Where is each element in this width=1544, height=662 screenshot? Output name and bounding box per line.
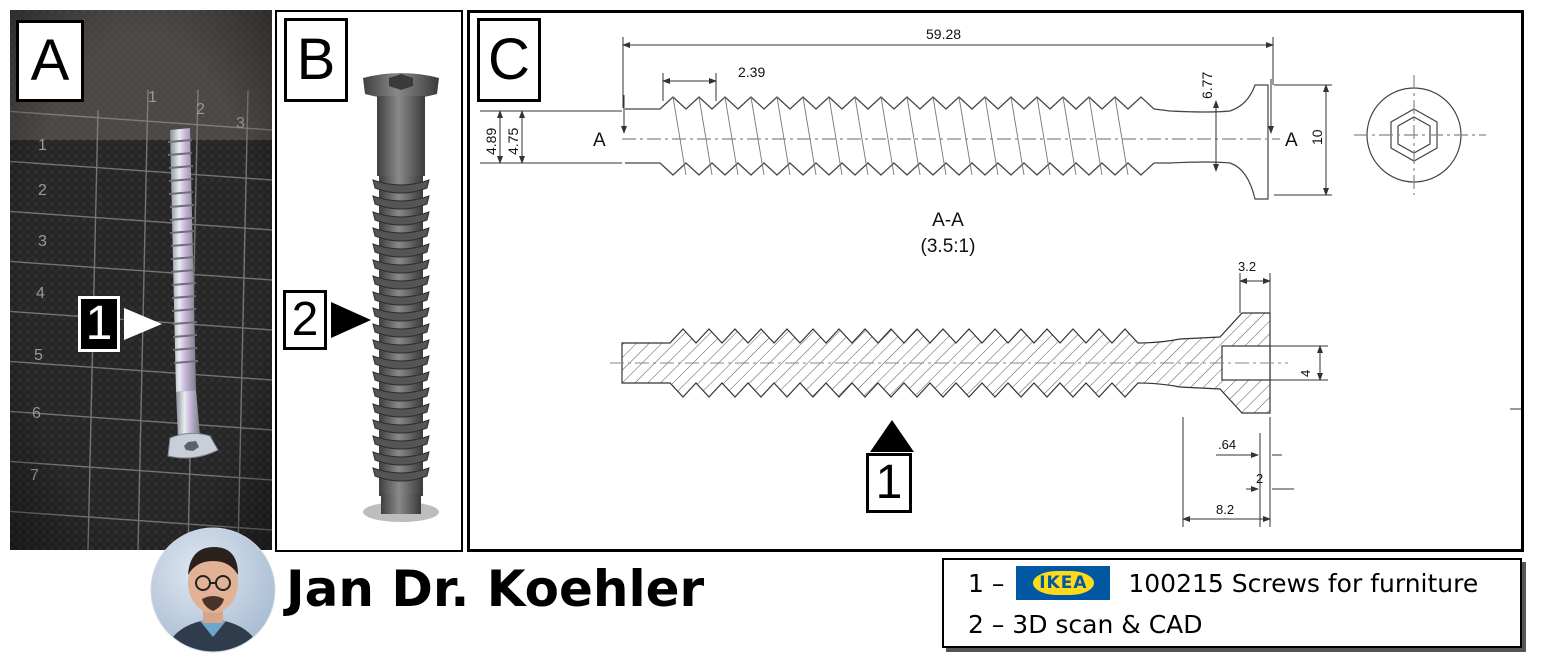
ikea-logo: IKEA	[1016, 566, 1111, 600]
section-marker-right: A	[1285, 130, 1298, 151]
dim-minor-diameter: 4.75	[505, 128, 521, 155]
callout-arrow-icon	[124, 308, 162, 340]
legend-row-1-prefix: 1 –	[968, 568, 1005, 598]
dimension-lines-top	[480, 37, 1332, 196]
panel-b-callout-2: 2	[283, 290, 327, 350]
panel-c-frame	[467, 10, 1524, 552]
author-name: Jan Dr. Koehler	[286, 560, 705, 618]
dim-head-diameter: 10	[1309, 129, 1325, 145]
screw-3d-scan	[363, 73, 439, 522]
legend-row-2-text: 2 – 3D scan & CAD	[968, 610, 1203, 639]
dim-head-thickness: .64	[1218, 437, 1236, 452]
screw-end-view	[1354, 75, 1486, 195]
ikea-logo-text: IKEA	[1033, 571, 1094, 595]
legend-row-2: 2 – 3D scan & CAD	[968, 610, 1203, 639]
technical-drawing: 59.28 2.39 6.77 4.89 4.75 10 A A A-A (3.…	[480, 26, 1521, 527]
dim-major-diameter: 4.89	[483, 128, 499, 155]
dim-socket-width: 4	[1298, 370, 1313, 377]
dim-head-length: 8.2	[1216, 502, 1234, 517]
section-scale: (3.5:1)	[921, 236, 976, 257]
dim-pitch: 2.39	[738, 64, 765, 80]
panel-c-label: C	[477, 18, 541, 102]
panel-a-callout-1: 1	[78, 296, 120, 352]
avatar	[150, 527, 276, 653]
legend-box: 1 – IKEA 100215 Screws for furniture 2 –…	[942, 558, 1522, 648]
scan-threads	[372, 176, 430, 496]
section-marker-left: A	[593, 130, 606, 151]
panel-b-label: B	[284, 18, 348, 102]
dimension-text-section: 3.2 4 .64 2 8.2	[1216, 259, 1313, 517]
panel-a-label: A	[16, 20, 84, 102]
dim-head-step: 2	[1256, 471, 1263, 486]
section-markers: A A	[593, 130, 1298, 151]
callout-arrow-icon	[870, 420, 914, 452]
dim-head-offset: 6.77	[1199, 72, 1215, 99]
panel-b-frame	[275, 10, 463, 552]
dim-overall-length: 59.28	[926, 26, 961, 42]
callout-arrow-icon	[331, 302, 371, 338]
dim-hex-socket-depth: 3.2	[1238, 259, 1256, 274]
dimension-text-top: 59.28 2.39 6.77 4.89 4.75 10	[483, 26, 1325, 155]
legend-row-1: 1 – IKEA 100215 Screws for furniture	[968, 566, 1478, 600]
screw-side-view	[622, 84, 1280, 200]
section-title-group: A-A (3.5:1)	[921, 210, 976, 257]
legend-row-1-text: 100215 Screws for furniture	[1128, 568, 1479, 598]
dimension-lines-section	[1182, 273, 1521, 527]
section-title: A-A	[932, 210, 964, 231]
panel-c-callout-1: 1	[866, 453, 912, 513]
screw-section-view	[610, 312, 1288, 414]
